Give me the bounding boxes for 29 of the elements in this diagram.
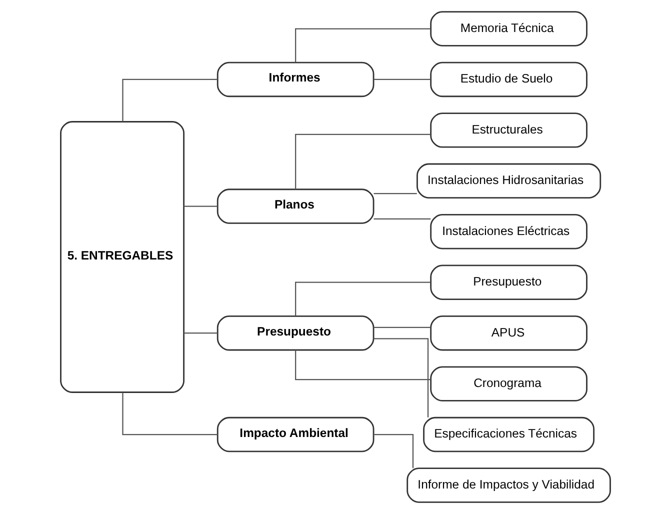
connector <box>373 326 430 328</box>
connector <box>183 332 218 334</box>
node-box: Instalaciones Hidrosanitarias <box>416 163 601 199</box>
node-box: Especificaciones Técnicas <box>422 416 594 452</box>
connector <box>294 134 430 190</box>
node-box: APUS <box>430 315 587 351</box>
connector <box>294 282 430 316</box>
node-box: Cronograma <box>430 366 587 402</box>
connector <box>373 434 414 468</box>
connector <box>373 193 416 194</box>
connector <box>294 350 430 380</box>
node-box: Informes <box>216 62 374 98</box>
connector <box>373 218 430 220</box>
connector <box>122 78 217 122</box>
node-box: Informe de Impactos y Viabilidad <box>406 468 610 503</box>
node-box: Presupuesto <box>430 264 587 300</box>
connector <box>373 338 428 418</box>
connector <box>183 206 218 207</box>
node-box: Planos <box>216 188 374 224</box>
connector <box>294 28 430 62</box>
node-box: Estudio de Suelo <box>430 62 587 98</box>
node-box: 5. ENTREGABLES <box>60 121 184 393</box>
node-box: Estructurales <box>430 112 587 148</box>
connector <box>373 78 430 80</box>
node-box: Instalaciones Eléctricas <box>430 214 587 250</box>
connector <box>122 392 217 436</box>
node-box: Memoria Técnica <box>430 11 587 46</box>
node-box: Impacto Ambiental <box>216 416 374 452</box>
node-box: Presupuesto <box>216 315 374 351</box>
